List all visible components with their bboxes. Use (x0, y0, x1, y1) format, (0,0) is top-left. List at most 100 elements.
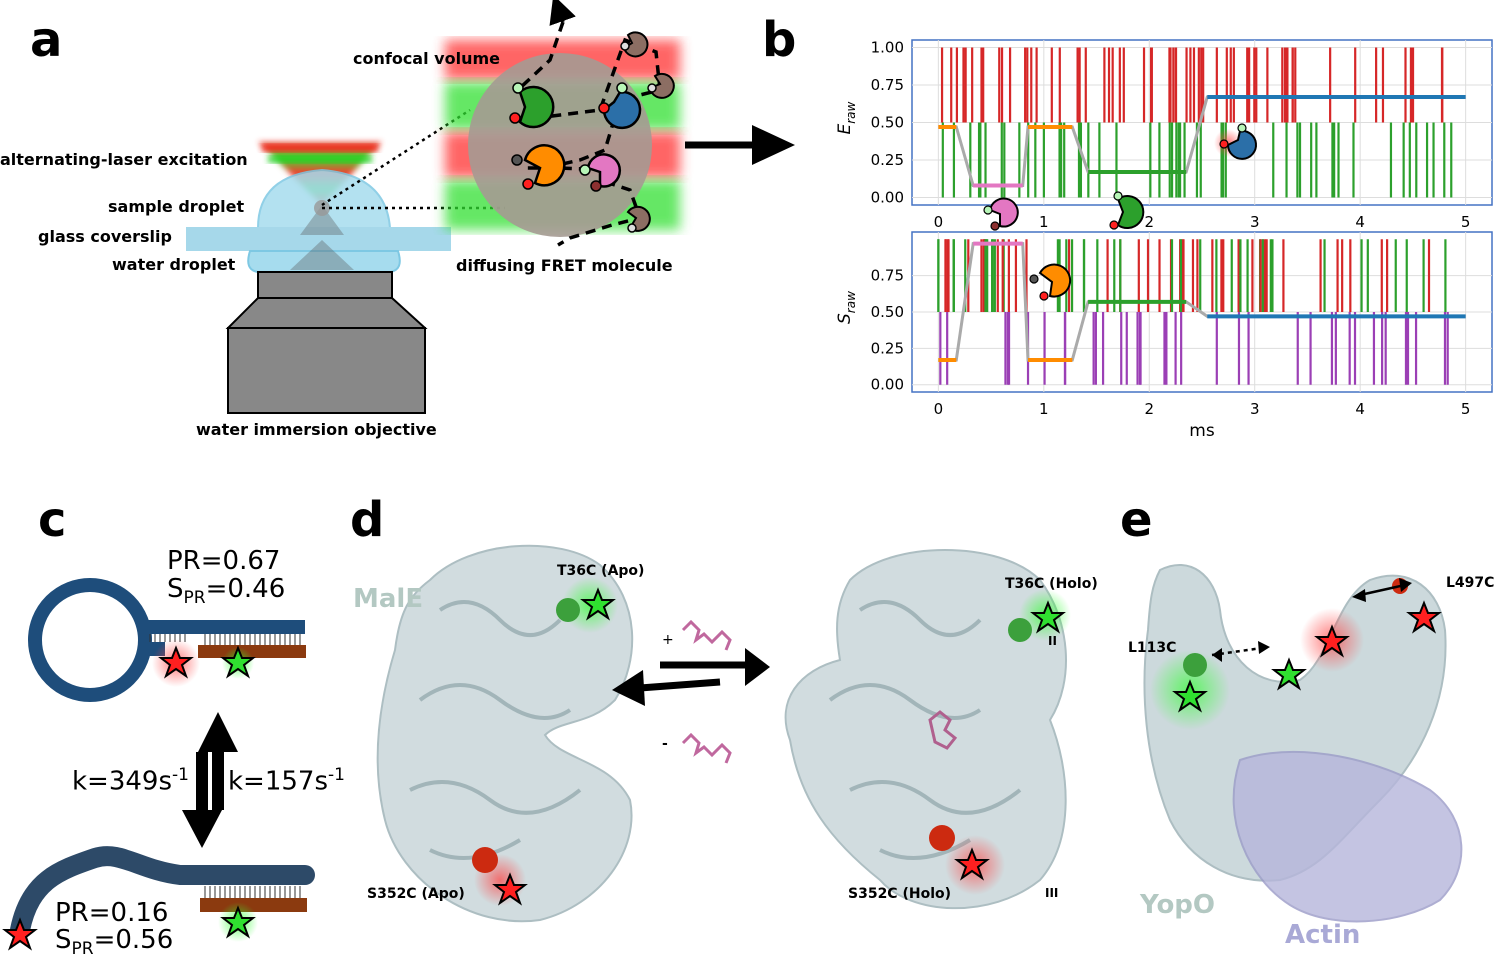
glass-coverslip-shape (186, 227, 451, 251)
chart-icon-green (1109, 191, 1145, 230)
ligand-top (681, 619, 732, 651)
star-red-bottom (2, 917, 38, 951)
star-red-e1 (1314, 624, 1350, 658)
label-minus: - (662, 736, 668, 752)
star-green-holo (1030, 600, 1066, 634)
c-k-left-text: k=349s (72, 766, 173, 797)
x-tick-label: 4 (1355, 213, 1365, 231)
x-tick-label: 5 (1461, 400, 1471, 418)
c-s-bot-s: S (55, 925, 72, 955)
chart-icon-orange (1029, 263, 1072, 301)
distance-arrow-l113 (1211, 641, 1270, 662)
c-k-right-sup: -1 (328, 765, 345, 785)
y-tick-label: 0.75 (871, 267, 904, 285)
confocal-volume-shape (445, 40, 680, 237)
label-s352-apo: S352C (Apo) (367, 886, 465, 902)
distance-arrow-l497 (1352, 578, 1412, 602)
y-tick-label: 0.25 (871, 151, 904, 169)
y-tick-label: 1.00 (871, 39, 904, 57)
molecule-brown-2 (647, 72, 675, 99)
label-diffusing: diffusing FRET molecule (456, 256, 673, 275)
double-arrow (182, 712, 238, 848)
label-confocal-volume: confocal volume (353, 49, 500, 68)
c-s-top: SPR=0.46 (167, 574, 285, 608)
x-tick-label: 1 (1039, 400, 1049, 418)
star-green-apo (580, 587, 616, 621)
c-pr-bot: PR=0.16 (55, 898, 169, 928)
x-tick-label: 2 (1144, 213, 1154, 231)
label-ii: II (1048, 634, 1057, 648)
c-s-top-sub: PR (183, 588, 206, 609)
molecule-brown-3 (626, 205, 651, 233)
x-tick-label: 0 (934, 213, 944, 231)
c-s-bot-sub: PR (71, 939, 94, 960)
chart-icon-blue (1214, 123, 1257, 160)
male-apo-structure (376, 544, 634, 923)
label-water-droplet: water droplet (112, 255, 236, 274)
panel-letter-a: a (30, 12, 63, 68)
label-l113: L113C (1128, 640, 1177, 656)
equilibrium-arrows (612, 648, 770, 706)
y-tick-label: 0.00 (871, 189, 904, 207)
star-green-top (220, 645, 256, 679)
y-tick-label: 0.00 (871, 376, 904, 394)
y-tick-label: 0.25 (871, 339, 904, 357)
label-alex: alternating-laser excitation (0, 150, 248, 169)
x-tick-label: 5 (1461, 213, 1471, 231)
molecule-orange (511, 144, 566, 190)
label-yopo: YopO (1140, 890, 1216, 920)
objective-shape (225, 271, 428, 414)
panel-letter-c: c (38, 492, 67, 548)
label-plus: + (662, 632, 674, 648)
star-green-e1 (1172, 679, 1208, 713)
c-pr-top: PR=0.67 (167, 546, 281, 576)
c-s-bot-val: =0.56 (93, 925, 174, 955)
star-red-apo (492, 872, 528, 906)
molecule-pink (579, 153, 622, 192)
label-actin: Actin (1285, 920, 1361, 950)
c-k-left: k=349s-1 (72, 765, 189, 797)
molecule-blue (598, 82, 642, 130)
x-axis-label: ms (1189, 421, 1215, 441)
label-t36-holo: T36C (Holo) (1005, 576, 1098, 592)
c-s-top-s: S (167, 574, 184, 604)
male-holo-structure (784, 549, 1071, 910)
c-k-right-text: k=157s (228, 766, 329, 797)
label-s352-holo: S352C (Holo) (848, 886, 952, 902)
hairpin-closed (28, 578, 306, 702)
y-tick-label: 0.50 (871, 114, 904, 132)
panel-letter-d: d (350, 492, 385, 548)
chart-icon-pink (983, 197, 1019, 231)
label-t36-apo: T36C (Apo) (557, 563, 645, 579)
c-s-top-val: =0.46 (205, 574, 286, 604)
sample-droplet-shape (256, 168, 392, 229)
x-tick-label: 3 (1250, 400, 1260, 418)
y-tick-label: 0.75 (871, 76, 904, 94)
molecule-brown-1 (620, 31, 649, 58)
x-tick-label: 0 (934, 400, 944, 418)
label-sample-droplet: sample droplet (108, 197, 245, 216)
label-objective: water immersion objective (196, 420, 437, 439)
panel-letter-b: b (762, 12, 797, 68)
label-iii: III (1045, 886, 1059, 900)
label-l497: L497C (1446, 575, 1495, 591)
star-red-holo (954, 847, 990, 881)
c-k-left-sup: -1 (172, 765, 189, 785)
star-red-top (158, 645, 194, 679)
panel-letter-e: e (1120, 492, 1153, 548)
x-tick-label: 2 (1144, 400, 1154, 418)
c-k-right: k=157s-1 (228, 765, 345, 797)
star-green-bottom (220, 905, 256, 939)
ligand-bottom (681, 732, 732, 764)
y-tick-label: 0.50 (871, 303, 904, 321)
arrow-a-to-b (685, 125, 795, 165)
actin-structure (1232, 750, 1463, 923)
label-male: MalE (353, 584, 424, 614)
